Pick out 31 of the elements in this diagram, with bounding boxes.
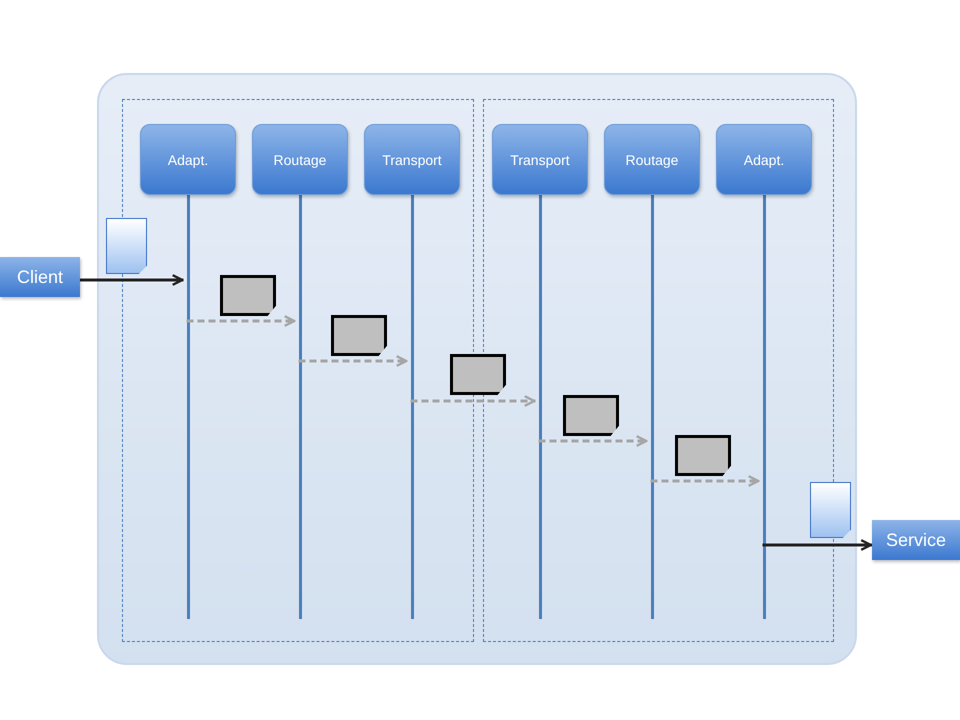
- lifeline-header: Routage: [604, 124, 700, 195]
- message-box: [220, 275, 276, 316]
- lifeline-header: Routage: [252, 124, 348, 195]
- lifeline: [762, 195, 766, 619]
- arrow: [538, 435, 648, 447]
- arrow: [186, 315, 296, 327]
- message-box: [331, 315, 387, 356]
- arrow: [410, 395, 536, 407]
- client-box: Client: [0, 257, 80, 297]
- message-box: [450, 354, 506, 395]
- arrow: [80, 274, 184, 286]
- message-box: [563, 395, 619, 436]
- lifeline: [410, 195, 414, 619]
- service-box: Service: [872, 520, 960, 560]
- message-box: [675, 435, 731, 476]
- arrow: [298, 355, 408, 367]
- lifeline-header: Transport: [364, 124, 460, 195]
- arrow: [650, 475, 760, 487]
- document-shape: [106, 218, 147, 274]
- group-frame: [483, 99, 834, 642]
- lifeline: [538, 195, 542, 619]
- lifeline-header: Transport: [492, 124, 588, 195]
- lifeline: [650, 195, 654, 619]
- document-shape: [810, 482, 851, 538]
- group-frame: [122, 99, 474, 642]
- lifeline: [298, 195, 302, 619]
- lifeline: [186, 195, 190, 619]
- lifeline-header: Adapt.: [716, 124, 812, 195]
- container-panel: [97, 73, 857, 665]
- arrow: [762, 539, 872, 551]
- lifeline-header: Adapt.: [140, 124, 236, 195]
